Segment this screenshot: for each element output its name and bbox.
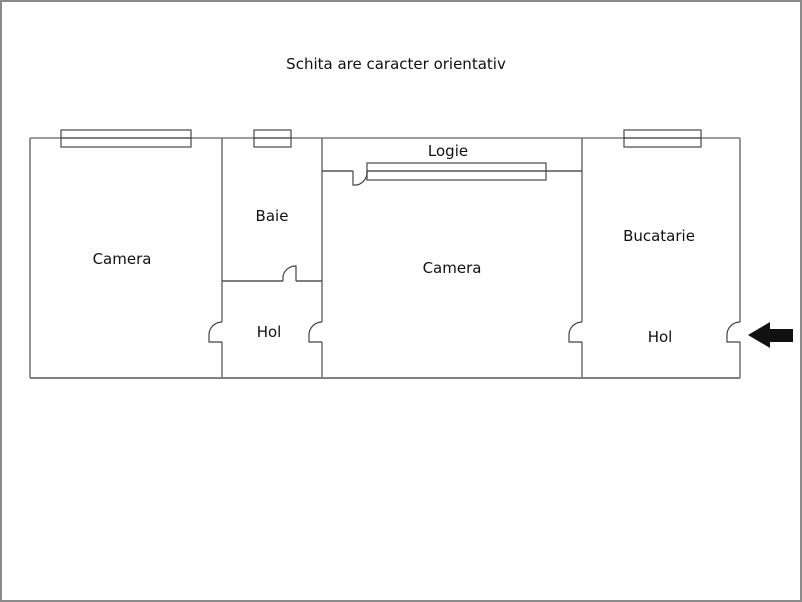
windows: [60, 129, 702, 181]
interior-walls: [221, 138, 583, 378]
room-label-bucatarie: Bucatarie: [623, 227, 695, 245]
room-label-baie: Baie: [255, 207, 289, 225]
doors: [208, 170, 741, 343]
room-label-camera-left: Camera: [92, 250, 152, 268]
room-label-logie: Logie: [427, 142, 469, 160]
room-label-hol-left: Hol: [256, 323, 282, 341]
room-label-hol-right: Hol: [647, 328, 673, 346]
page-title: Schita are caracter orientativ: [286, 55, 506, 73]
room-label-camera-center: Camera: [422, 259, 482, 277]
arrow-left-icon: [748, 322, 793, 348]
